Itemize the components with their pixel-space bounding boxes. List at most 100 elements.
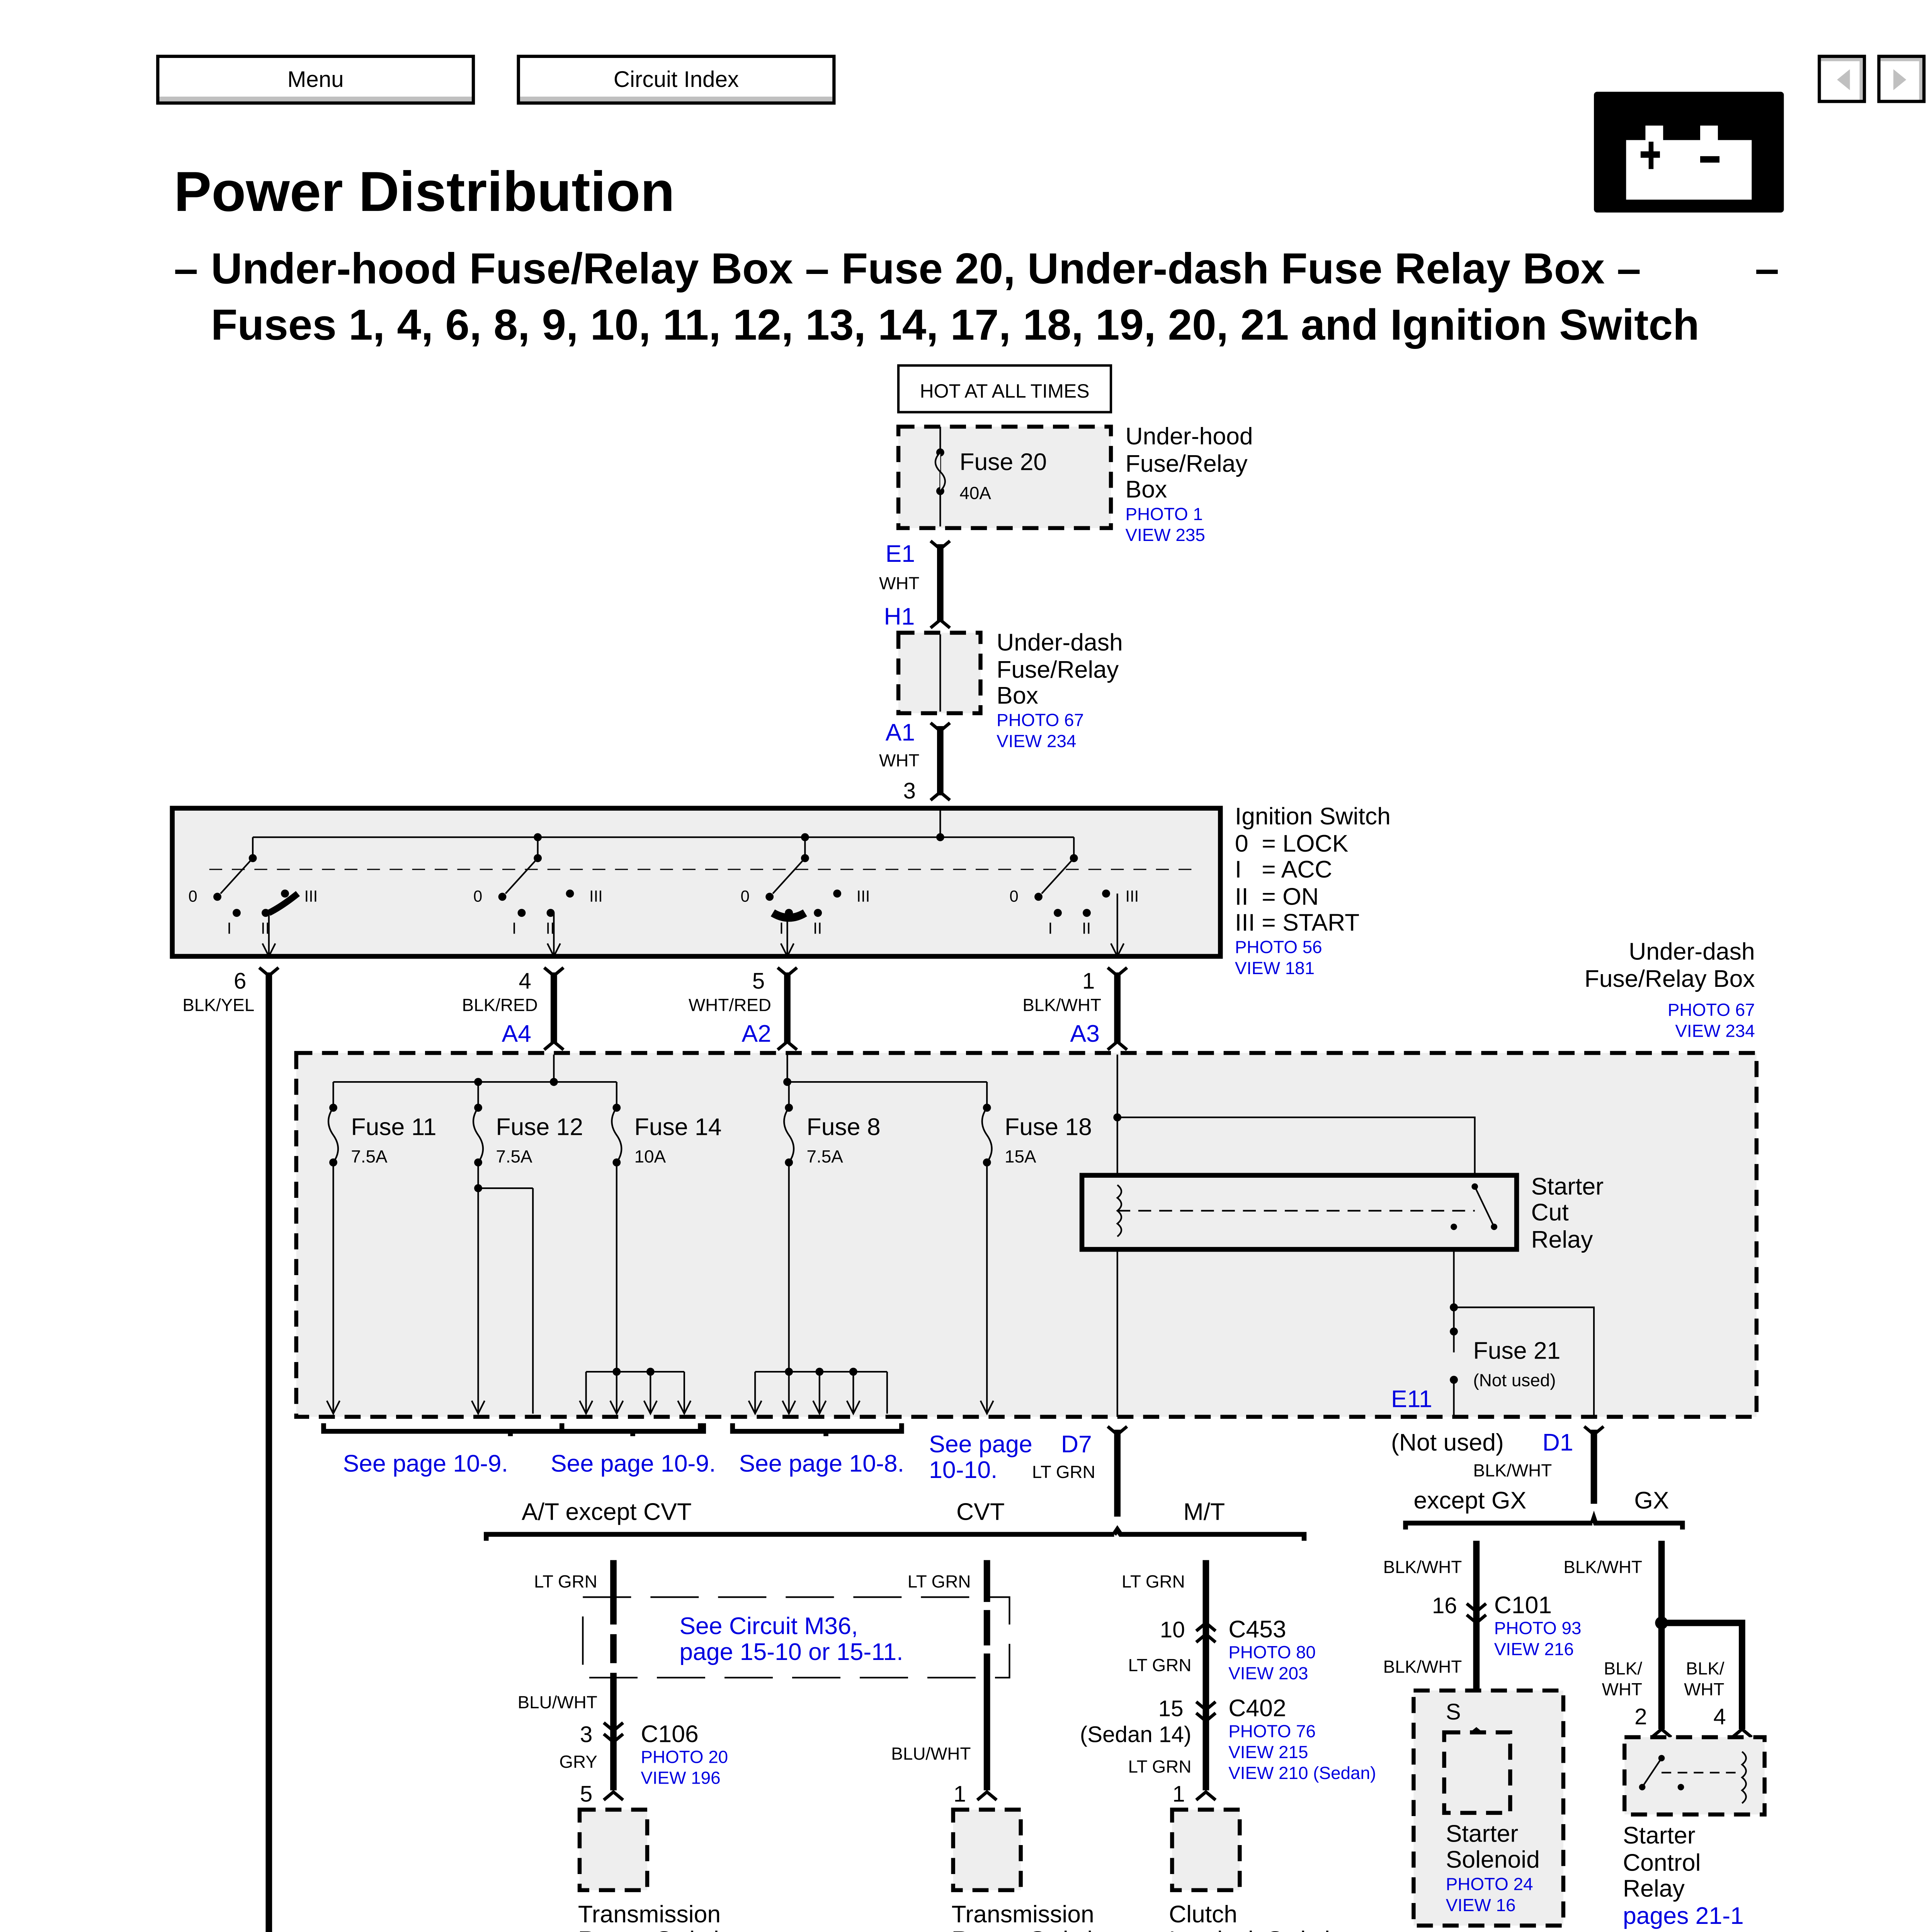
arrow-down-icon: [748, 1400, 762, 1416]
starter-solenoid-view[interactable]: VIEW 16: [1446, 1895, 1516, 1915]
fuse-rating: 7.5A: [496, 1146, 532, 1166]
ignition-legend-lock: 0 = LOCK: [1235, 830, 1349, 857]
hot-at-all-times-label: HOT AT ALL TIMES: [920, 380, 1089, 402]
fuse-rating: 15A: [1005, 1146, 1036, 1166]
ignition-legend-on: II = ON: [1235, 883, 1319, 910]
fuse-symbol-fuse-8: [783, 1107, 795, 1163]
underdash-small-photo[interactable]: PHOTO 67: [997, 710, 1084, 730]
prev-page-button[interactable]: [1818, 54, 1866, 103]
connector-a4: A4: [502, 1020, 531, 1047]
scr-pages[interactable]: pages 21-1: [1623, 1902, 1744, 1929]
c453-photo[interactable]: PHOTO 80: [1228, 1643, 1316, 1662]
c402-view-sedan[interactable]: VIEW 210 (Sedan): [1228, 1763, 1376, 1783]
arrow-down-icon: [643, 1400, 658, 1416]
upper-brace-group: [321, 1423, 904, 1436]
c101-photo[interactable]: PHOTO 93: [1494, 1618, 1582, 1638]
connector-d1: D1: [1543, 1429, 1573, 1456]
mt-wire-lt-grn-2: LT GRN: [1128, 1655, 1192, 1675]
pos-label-0: 0: [1010, 887, 1019, 905]
c106-view[interactable]: VIEW 196: [641, 1768, 720, 1788]
scr-wire-2a: BLK/: [1604, 1658, 1643, 1678]
cvt-switch-name-2: Range Switch: [952, 1927, 1101, 1932]
ignition-view[interactable]: VIEW 181: [1235, 958, 1315, 978]
branch-cvt: CVT: [956, 1498, 1005, 1525]
junction-dot: [936, 833, 944, 842]
branch-gx: GX: [1634, 1487, 1669, 1514]
wire-color-blk-wht-d1: BLK/WHT: [1473, 1461, 1552, 1480]
c101-view[interactable]: VIEW 216: [1494, 1639, 1574, 1659]
wire-color-wht-2: WHT: [879, 750, 919, 770]
page-title: Power Distribution: [174, 161, 675, 224]
scr-label-3: Relay: [1623, 1875, 1685, 1902]
pos-label-3: III: [304, 887, 318, 905]
underdash-upper-photo[interactable]: PHOTO 67: [1668, 1000, 1755, 1020]
arrow-down-icon: [579, 1400, 594, 1416]
ignition-legend-start: III = START: [1235, 909, 1359, 936]
fuse-rating: 7.5A: [807, 1146, 844, 1166]
ignition-output-5: 5 WHT/RED A2: [689, 966, 798, 1051]
see-page-10-9-a[interactable]: See page 10-9.: [343, 1450, 508, 1477]
see-page-10-10-line2[interactable]: 10-10.: [929, 1456, 997, 1483]
see-page-10-10-line1[interactable]: See page: [929, 1430, 1032, 1458]
mt-wire-lt-grn-3: LT GRN: [1128, 1757, 1192, 1777]
ignition-photo[interactable]: PHOTO 56: [1235, 937, 1322, 957]
ignition-pin-6: 6: [234, 968, 246, 993]
circuit-index-button[interactable]: Circuit Index: [517, 54, 836, 105]
wire-color-blk-wht: BLK/WHT: [1022, 995, 1101, 1015]
cvt-range-switch-circuit: [951, 1560, 1023, 1892]
branch-mt: M/T: [1184, 1498, 1225, 1525]
arrow-down-icon: [1110, 943, 1125, 958]
junction-dot: [281, 889, 289, 898]
starter-circuit: [1412, 1541, 1566, 1928]
underdash-upper-view[interactable]: VIEW 234: [1675, 1021, 1755, 1041]
c402-view[interactable]: VIEW 215: [1228, 1742, 1308, 1762]
starter-solenoid-photo[interactable]: PHOTO 24: [1446, 1874, 1533, 1894]
clutch-switch-name-1: Clutch: [1169, 1901, 1237, 1928]
ignition-wiper: [220, 857, 253, 894]
junction-dot: [1034, 893, 1043, 901]
junction-dot: [1102, 889, 1110, 898]
menu-button[interactable]: Menu: [156, 54, 475, 105]
pos-label-1: I: [1048, 919, 1053, 937]
arrow-down-icon: [546, 943, 561, 958]
connector-e11: E11: [1391, 1386, 1432, 1413]
arrow-down-icon: [846, 1400, 861, 1416]
junction-dot: [262, 909, 270, 917]
scr-wire-4b: WHT: [1684, 1680, 1724, 1699]
wire-color-blk-yel: BLK/YEL: [182, 995, 254, 1015]
fuse-20-rating: 40A: [959, 483, 991, 503]
fuse-20-label: Fuse 20: [959, 449, 1047, 476]
pos-label-0: 0: [473, 887, 482, 905]
arrow-down-icon: [677, 1400, 692, 1416]
see-circuit-m36-line1[interactable]: See Circuit M36,: [679, 1612, 858, 1639]
next-page-button[interactable]: [1877, 54, 1926, 103]
ignition-switch-title: Ignition Switch: [1235, 803, 1391, 830]
pos-label-2: II: [546, 919, 555, 937]
underhood-photo[interactable]: PHOTO 1: [1126, 504, 1203, 524]
underdash-small-view[interactable]: VIEW 234: [997, 731, 1076, 751]
starter-cut-relay-label-1: Starter: [1531, 1173, 1604, 1200]
junction-dot: [546, 909, 555, 917]
junction-dot: [566, 889, 574, 898]
see-circuit-m36-line2[interactable]: page 15-10 or 15-11.: [679, 1638, 903, 1665]
c453-view[interactable]: VIEW 203: [1228, 1663, 1308, 1683]
scr-pin-2: 2: [1634, 1704, 1647, 1730]
pos-label-1: I: [512, 919, 517, 937]
starter-solenoid-label-1: Starter: [1446, 1820, 1519, 1847]
pos-label-0: 0: [189, 887, 197, 905]
wire-color-lt-grn-d7: LT GRN: [1032, 1462, 1095, 1482]
c106-photo[interactable]: PHOTO 20: [641, 1747, 728, 1767]
fuse-symbol-fuse-14: [611, 1107, 622, 1163]
starter-branch-brace: [1403, 1510, 1685, 1530]
see-page-10-8[interactable]: See page 10-8.: [739, 1450, 904, 1477]
triangle-left-icon: [1837, 69, 1850, 90]
scr-photo[interactable]: PHOTO 96: [1623, 1929, 1710, 1932]
connector-d7: D7: [1061, 1430, 1092, 1458]
c402-photo[interactable]: PHOTO 76: [1228, 1721, 1316, 1741]
see-page-10-9-b[interactable]: See page 10-9.: [551, 1450, 716, 1477]
arrow-down-icon: [609, 1400, 624, 1416]
subtitle-dash-right: –: [1755, 245, 1779, 293]
underhood-label-2: Fuse/Relay: [1126, 450, 1248, 477]
junction-dot: [498, 893, 507, 901]
underhood-view[interactable]: VIEW 235: [1126, 525, 1205, 545]
